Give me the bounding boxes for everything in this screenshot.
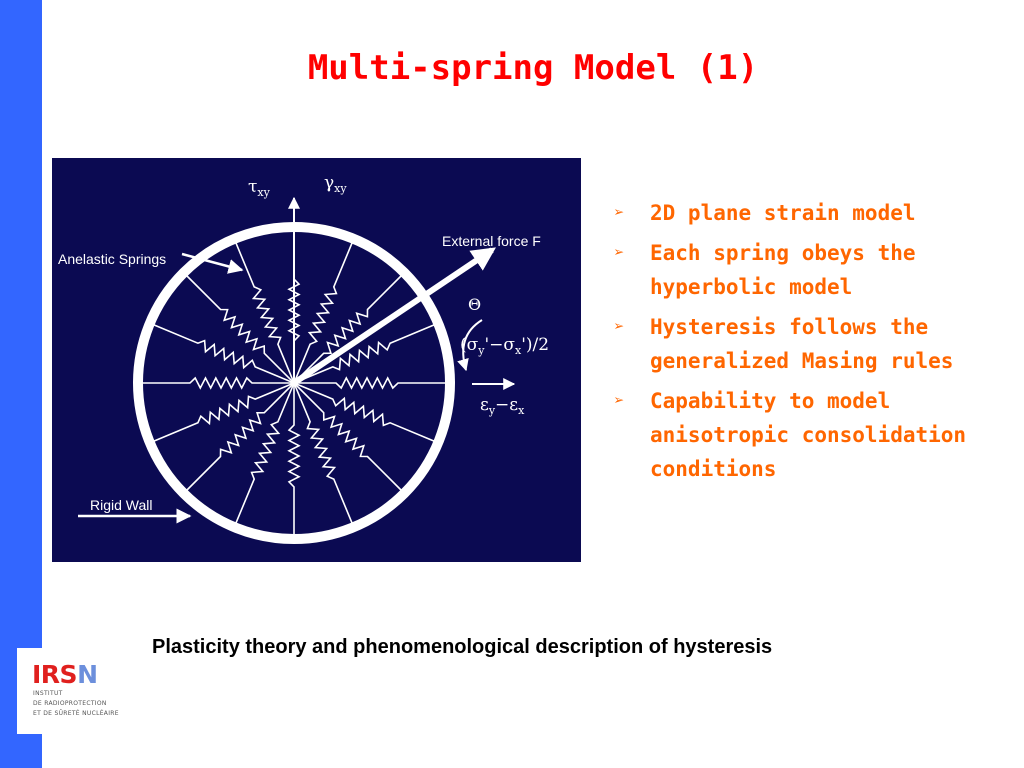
spring bbox=[294, 376, 446, 390]
spring bbox=[287, 231, 301, 383]
spring bbox=[293, 382, 403, 492]
bullet-text-line: generalized Masing rules bbox=[650, 349, 954, 373]
bullet-arrow-icon: ➢ bbox=[614, 317, 625, 337]
spring bbox=[293, 382, 353, 524]
spring bbox=[293, 382, 435, 442]
logo-line-3: ET DE SÛRETÉ NUCLÉAIRE bbox=[33, 710, 119, 717]
anelastic-springs-label: Anelastic Springs bbox=[58, 251, 166, 267]
multi-spring-diagram: τxy γxy External force F Anelastic Sprin… bbox=[52, 158, 581, 562]
spring bbox=[235, 242, 295, 384]
spring bbox=[293, 242, 353, 384]
gamma-xy-label: γxy bbox=[324, 173, 347, 195]
spring bbox=[185, 382, 295, 492]
theta-label: Θ bbox=[468, 295, 481, 314]
slide-caption: Plasticity theory and phenomenological d… bbox=[152, 636, 773, 658]
bullet-arrow-icon: ➢ bbox=[614, 391, 625, 411]
bullet-arrow-icon: ➢ bbox=[614, 203, 625, 223]
strain-label: εy−εx bbox=[480, 395, 525, 417]
spring bbox=[235, 382, 295, 524]
bullet-text-line: Each spring obeys the bbox=[650, 241, 916, 265]
bullet-item: ➢ Capability to model anisotropic consolid… bbox=[610, 384, 1010, 486]
spring bbox=[142, 376, 294, 390]
anelastic-springs-pointer bbox=[181, 252, 244, 274]
spring bbox=[293, 274, 403, 384]
rigid-wall-label: Rigid Wall bbox=[90, 497, 153, 513]
bullet-arrow-icon: ➢ bbox=[614, 243, 625, 263]
bullet-text-line: Capability to model bbox=[650, 389, 891, 413]
bullet-item: ➢ Hysteresis follows the generalized Masin… bbox=[610, 310, 1010, 378]
theta-arc-arrow bbox=[457, 319, 483, 372]
bullet-text-line: conditions bbox=[650, 457, 777, 481]
bullet-text-line: anisotropic consolidation bbox=[650, 423, 967, 447]
feature-bullet-list: ➢ 2D plane strain model ➢ Each spring obeys… bbox=[610, 196, 1010, 492]
logo-line-1: INSTITUT bbox=[33, 690, 63, 697]
spring bbox=[185, 274, 295, 384]
external-force-label: External force F bbox=[442, 233, 541, 249]
logo-wordmark: IRSN bbox=[32, 660, 98, 689]
anelastic-springs-group bbox=[142, 231, 446, 535]
tau-xy-label: τxy bbox=[248, 177, 271, 199]
bullet-text-line: 2D plane strain model bbox=[650, 201, 916, 225]
external-force-arrow bbox=[292, 247, 496, 386]
bullet-item: ➢ Each spring obeys the hyperbolic model bbox=[610, 236, 1010, 304]
spring bbox=[293, 324, 435, 384]
spring bbox=[153, 324, 295, 384]
bullet-text-line: Hysteresis follows the bbox=[650, 315, 929, 339]
bullet-text-line: hyperbolic model bbox=[650, 275, 853, 299]
stress-ratio-label: (σy'−σx')/2 bbox=[460, 335, 549, 357]
bullet-item: ➢ 2D plane strain model bbox=[610, 196, 1010, 230]
logo-line-2: DE RADIOPROTECTION bbox=[33, 700, 107, 707]
spring bbox=[153, 382, 295, 442]
side-accent-bar bbox=[0, 0, 42, 768]
irsn-logo: IRSN INSTITUT DE RADIOPROTECTION ET DE S… bbox=[17, 648, 125, 734]
slide-title: Multi-spring Model (1) bbox=[307, 48, 759, 88]
spring bbox=[287, 383, 301, 535]
